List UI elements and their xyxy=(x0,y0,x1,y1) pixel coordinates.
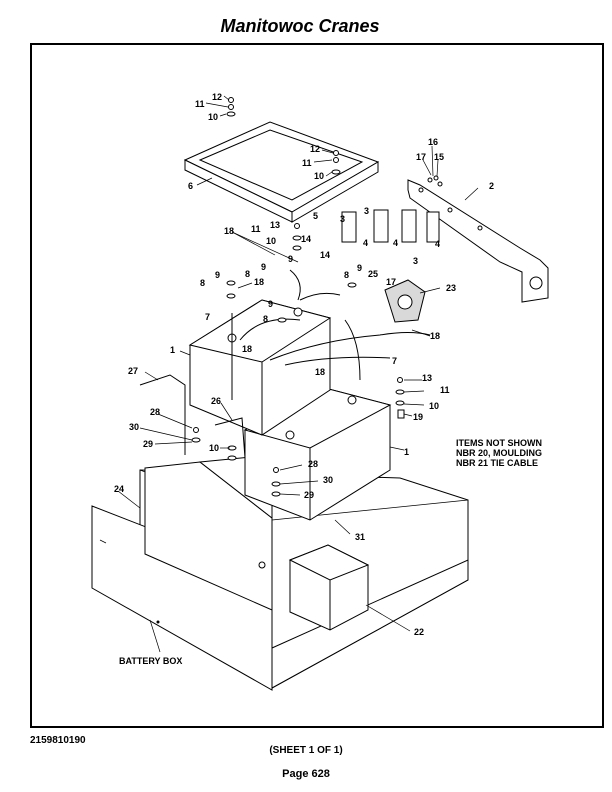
callout-3: 3 xyxy=(340,214,345,224)
callout-8b: 8 xyxy=(344,270,349,280)
callout-12b: 12 xyxy=(310,144,320,154)
callout-10c: 10 xyxy=(266,236,276,246)
callout-10d: 10 xyxy=(429,401,439,411)
callout-18: 18 xyxy=(224,226,234,236)
note-line-2: NBR 20, MOULDING xyxy=(456,448,542,458)
callout-28: 28 xyxy=(150,407,160,417)
sheet-indicator: (SHEET 1 OF 1) xyxy=(269,745,343,756)
module-22 xyxy=(288,544,370,631)
callout-29: 29 xyxy=(143,439,153,449)
document-number: 2159810190 xyxy=(30,735,86,746)
solenoid xyxy=(384,279,426,323)
page-number: Page 628 xyxy=(282,768,330,780)
callout-14: 14 xyxy=(301,234,311,244)
page-title: Manitowoc Cranes xyxy=(220,16,380,36)
callout-13b: 13 xyxy=(422,373,432,383)
callout-25: 25 xyxy=(368,269,378,279)
callout-11d: 11 xyxy=(440,385,450,395)
callout-31: 31 xyxy=(355,532,365,542)
callout-19: 19 xyxy=(413,412,423,422)
callout-3c: 3 xyxy=(413,256,418,266)
callout-2: 2 xyxy=(489,181,494,191)
callout-9b: 9 xyxy=(261,262,266,272)
fasteners xyxy=(191,97,443,497)
cables xyxy=(231,269,431,400)
callout-14b: 14 xyxy=(320,250,330,260)
callout-18c: 18 xyxy=(430,331,440,341)
callout-10: 10 xyxy=(208,112,218,122)
callout-18e: 18 xyxy=(315,367,325,377)
callout-10e: 10 xyxy=(209,443,219,453)
note-line-1: ITEMS NOT SHOWN xyxy=(456,438,542,448)
note-line-3: NBR 21 TIE CABLE xyxy=(456,458,538,468)
callout-7b: 7 xyxy=(392,356,397,366)
callout-4c: 4 xyxy=(435,239,440,249)
hold-down-rods xyxy=(139,374,246,459)
callout-28b: 28 xyxy=(308,459,318,469)
callout-10b: 10 xyxy=(314,171,324,181)
mounting-bracket xyxy=(407,179,549,303)
callout-17b: 17 xyxy=(386,277,396,287)
callout-8: 8 xyxy=(245,269,250,279)
drawing-frame xyxy=(30,43,604,728)
callout-22: 22 xyxy=(414,627,424,637)
callout-3b: 3 xyxy=(364,206,369,216)
hold-down-frame xyxy=(183,121,380,223)
callout-9e: 9 xyxy=(268,299,273,309)
callout-11: 11 xyxy=(195,99,205,109)
callout-8d: 8 xyxy=(263,314,268,324)
callout-18b: 18 xyxy=(254,277,264,287)
callout-9: 9 xyxy=(288,254,293,264)
callout-9d: 9 xyxy=(215,270,220,280)
leader-lines xyxy=(117,95,479,653)
callout-13: 13 xyxy=(270,220,280,230)
callout-4b: 4 xyxy=(393,238,398,248)
callout-7: 7 xyxy=(205,312,210,322)
callout-30: 30 xyxy=(129,422,139,432)
callouts: 12 11 10 12 11 10 6 16 17 15 2 13 5 3 3 … xyxy=(114,92,494,666)
callout-23: 23 xyxy=(446,283,456,293)
callout-1b: 1 xyxy=(404,447,409,457)
switch-blocks xyxy=(341,209,440,243)
callout-11c: 11 xyxy=(251,224,261,234)
callout-11b: 11 xyxy=(302,158,312,168)
callout-8c: 8 xyxy=(200,278,205,288)
callout-18d: 18 xyxy=(242,344,252,354)
callout-4: 4 xyxy=(363,238,368,248)
callout-16: 16 xyxy=(428,137,438,147)
callout-6: 6 xyxy=(188,181,193,191)
callout-26: 26 xyxy=(211,396,221,406)
callout-5: 5 xyxy=(313,211,318,221)
callout-27: 27 xyxy=(128,366,138,376)
callout-17: 17 xyxy=(416,152,426,162)
callout-29b: 29 xyxy=(304,490,314,500)
callout-1: 1 xyxy=(170,345,175,355)
callout-15: 15 xyxy=(434,152,444,162)
callout-9c: 9 xyxy=(357,263,362,273)
callout-30b: 30 xyxy=(323,475,333,485)
callout-24: 24 xyxy=(114,484,124,494)
callout-12: 12 xyxy=(212,92,222,102)
items-not-shown-note: ITEMS NOT SHOWN NBR 20, MOULDING NBR 21 … xyxy=(456,438,542,468)
battery-box-label: BATTERY BOX xyxy=(119,656,182,666)
